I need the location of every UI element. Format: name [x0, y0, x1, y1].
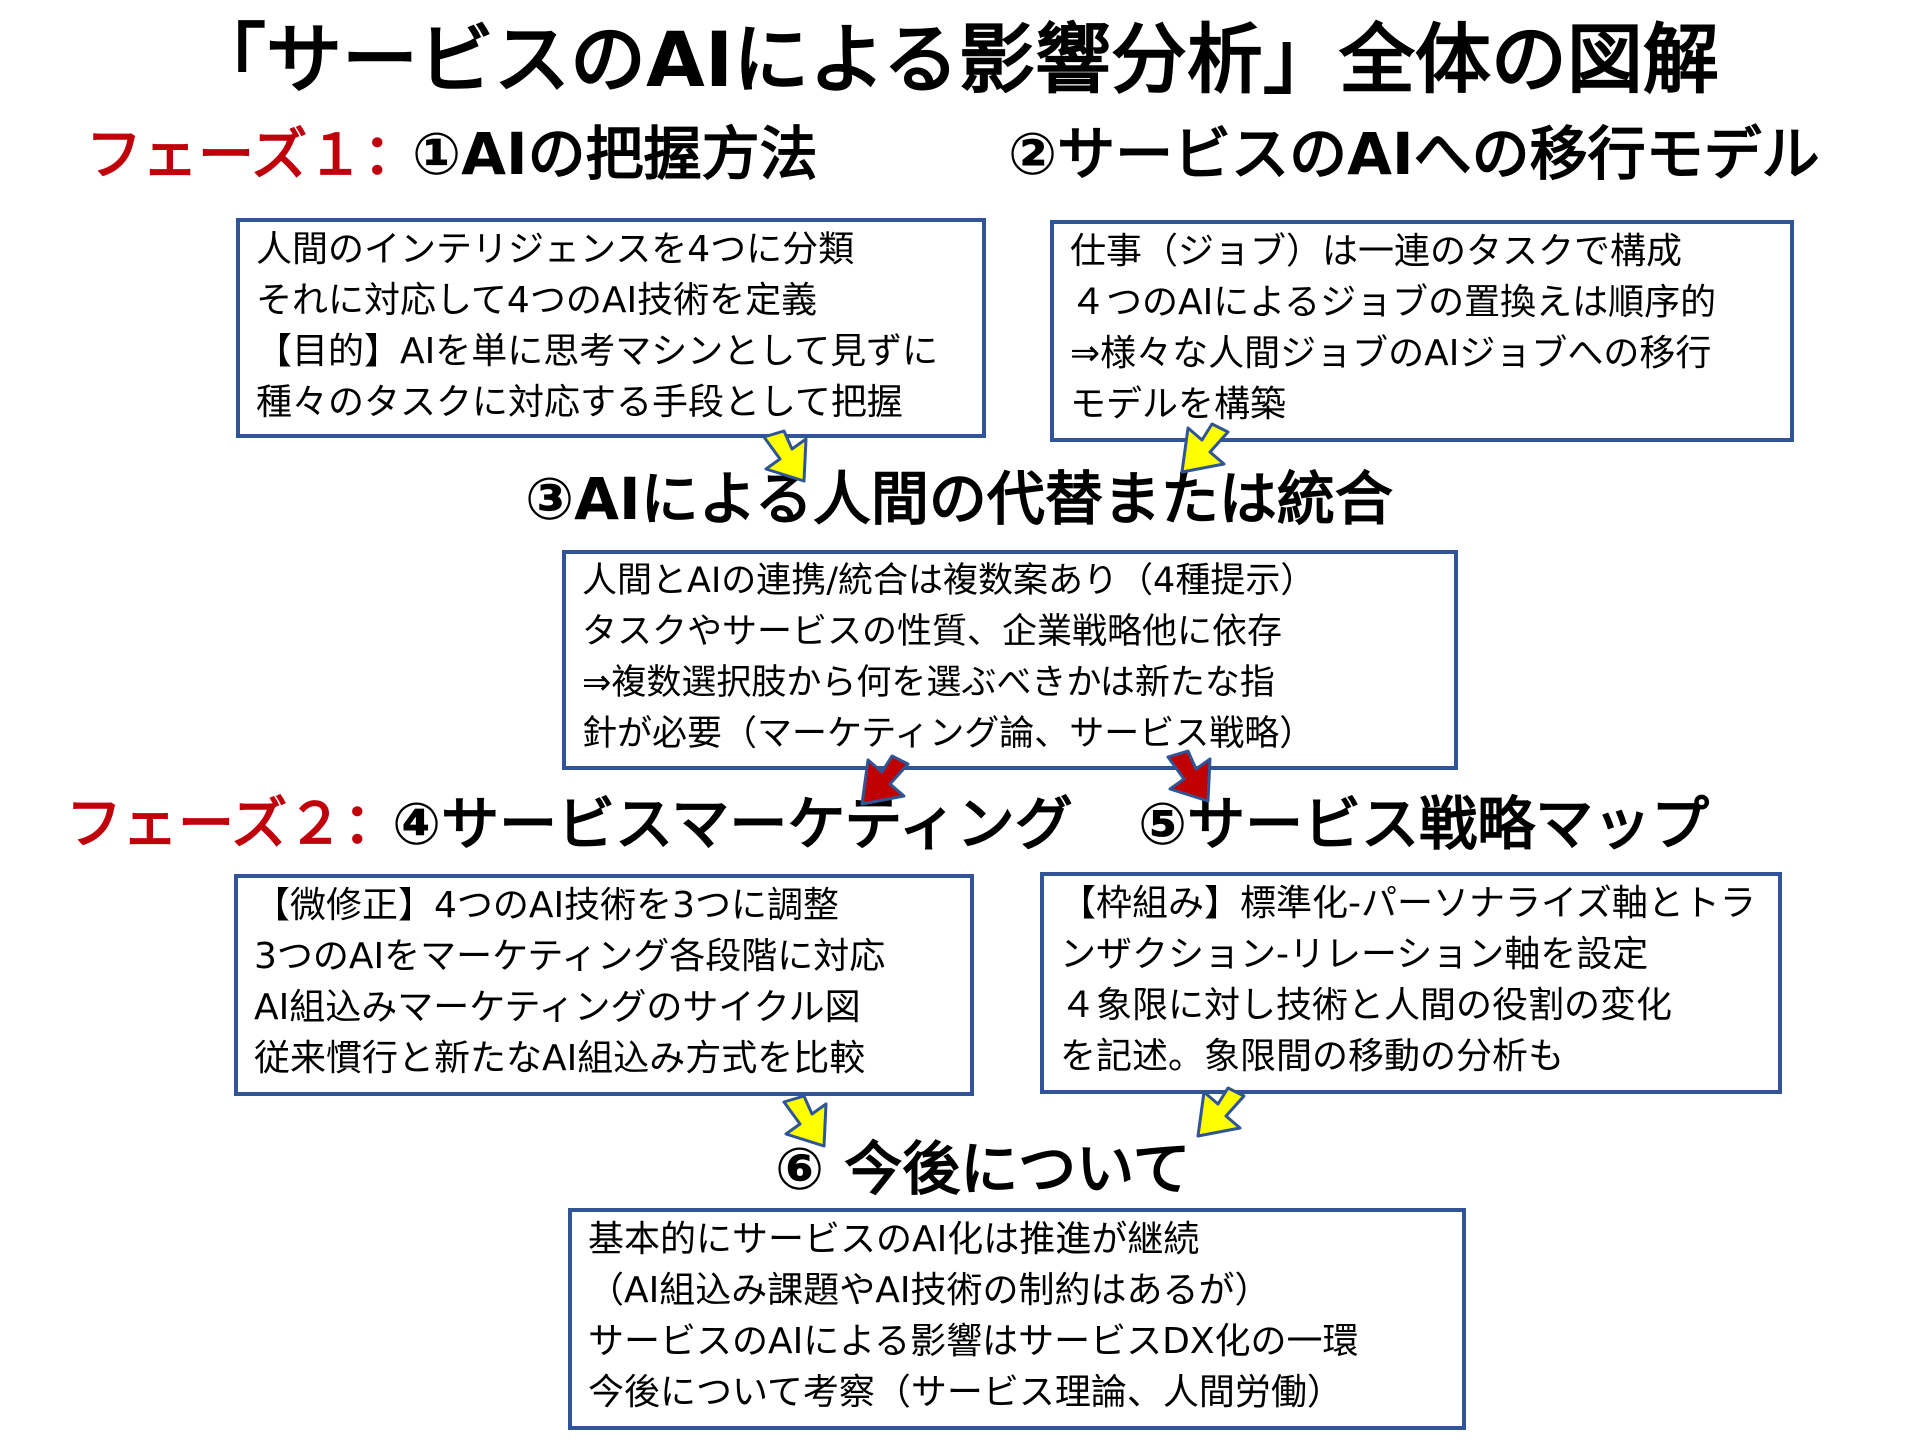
phase2-label: フェーズ２：: [66, 792, 400, 857]
section4-heading: ④サービスマーケティング: [392, 790, 1073, 858]
section1-line-4: 種々のタスクに対応する手段として把握: [256, 382, 903, 423]
section2-box: 仕事（ジョブ）は一連のタスクで構成 ４つのAIによるジョブの置換えは順序的 ⇒様…: [1050, 220, 1794, 442]
section6-line-3: サービスのAIによる影響はサービスDX化の一環: [588, 1321, 1359, 1362]
section2-line-3: ⇒様々な人間ジョブのAIジョブへの移行: [1070, 333, 1712, 374]
section6-heading: ⑥ 今後について: [775, 1135, 1191, 1203]
section3-box: 人間とAIの連携/統合は複数案あり（4種提示） タスクやサービスの性質、企業戦略…: [562, 550, 1458, 770]
section5-line-2: ンザクション-リレーション軸を設定: [1060, 934, 1649, 975]
arrow-section4-to-section6: [782, 1094, 828, 1148]
section4-line-3: AI組込みマーケティングのサイクル図: [254, 987, 861, 1028]
arrow-section3-to-section5: [1166, 749, 1212, 803]
arrow-section2-to-section3-shape: [1180, 422, 1230, 474]
arrow-section5-to-section6-shape: [1196, 1086, 1246, 1138]
section4-line-2: 3つのAIをマーケティング各段階に対応: [254, 936, 886, 977]
section2-line-4: モデルを構築: [1070, 384, 1287, 425]
phase1-label: フェーズ１：: [86, 123, 420, 188]
section4-box: 【微修正】4つのAI技術を3つに調整 3つのAIをマーケティング各段階に対応 A…: [234, 874, 974, 1096]
arrow-section1-to-section3-shape: [762, 429, 808, 483]
section5-line-3: ４象限に対し技術と人間の役割の変化: [1060, 985, 1673, 1026]
section6-line-1: 基本的にサービスのAI化は推進が継続: [588, 1219, 1200, 1260]
page-title: 「サービスのAIによる影響分析」全体の図解: [190, 15, 1719, 104]
section3-heading: ③AIによる人間の代替または統合: [525, 465, 1393, 533]
section2-heading: ②サービスのAIへの移行モデル: [1008, 120, 1820, 188]
section3-line-3: ⇒複数選択肢から何を選ぶべきかは新たな指: [582, 663, 1275, 703]
section5-box: 【枠組み】標準化-パーソナライズ軸とトラ ンザクション-リレーション軸を設定 ４…: [1040, 872, 1782, 1094]
section6-box: 基本的にサービスのAI化は推進が継続 （AI組込み課題やAI技術の制約はあるが）…: [568, 1208, 1466, 1430]
section6-line-4: 今後について考察（サービス理論、人間労働）: [588, 1372, 1343, 1413]
section4-line-1: 【微修正】4つのAI技術を3つに調整: [254, 885, 840, 926]
section3-line-4: 針が必要（マーケティング論、サービス戦略）: [582, 714, 1315, 754]
section1-line-3: 【目的】AIを単に思考マシンとして見ずに: [256, 331, 939, 372]
section1-heading: ①AIの把握方法: [412, 120, 818, 188]
section4-line-4: 従来慣行と新たなAI組込み方式を比較: [254, 1038, 866, 1079]
section6-line-2: （AI組込み課題やAI技術の制約はあるが）: [588, 1270, 1271, 1311]
section2-line-1: 仕事（ジョブ）は一連のタスクで構成: [1070, 231, 1683, 272]
section5-heading: ⑤サービス戦略マップ: [1138, 790, 1710, 858]
arrow-section2-to-section3: [1180, 422, 1230, 474]
section1-line-1: 人間のインテリジェンスを4つに分類: [256, 229, 855, 270]
section3-line-1: 人間とAIの連携/統合は複数案あり（4種提示）: [582, 561, 1316, 601]
section1-line-2: それに対応して4つのAI技術を定義: [256, 280, 818, 321]
arrow-section5-to-section6: [1196, 1086, 1246, 1138]
arrow-section3-to-section5-shape: [1166, 749, 1212, 803]
section5-line-4: を記述。象限間の移動の分析も: [1060, 1036, 1565, 1077]
section1-box: 人間のインテリジェンスを4つに分類 それに対応して4つのAI技術を定義 【目的】…: [236, 218, 986, 438]
arrow-section4-to-section6-shape: [782, 1094, 828, 1148]
arrow-section3-to-section4-shape: [860, 754, 910, 806]
section2-line-2: ４つのAIによるジョブの置換えは順序的: [1070, 282, 1717, 323]
section3-line-2: タスクやサービスの性質、企業戦略他に依存: [582, 612, 1283, 652]
section5-line-1: 【枠組み】標準化-パーソナライズ軸とトラ: [1060, 883, 1756, 924]
arrow-section3-to-section4: [860, 754, 910, 806]
arrow-section1-to-section3: [762, 429, 808, 483]
